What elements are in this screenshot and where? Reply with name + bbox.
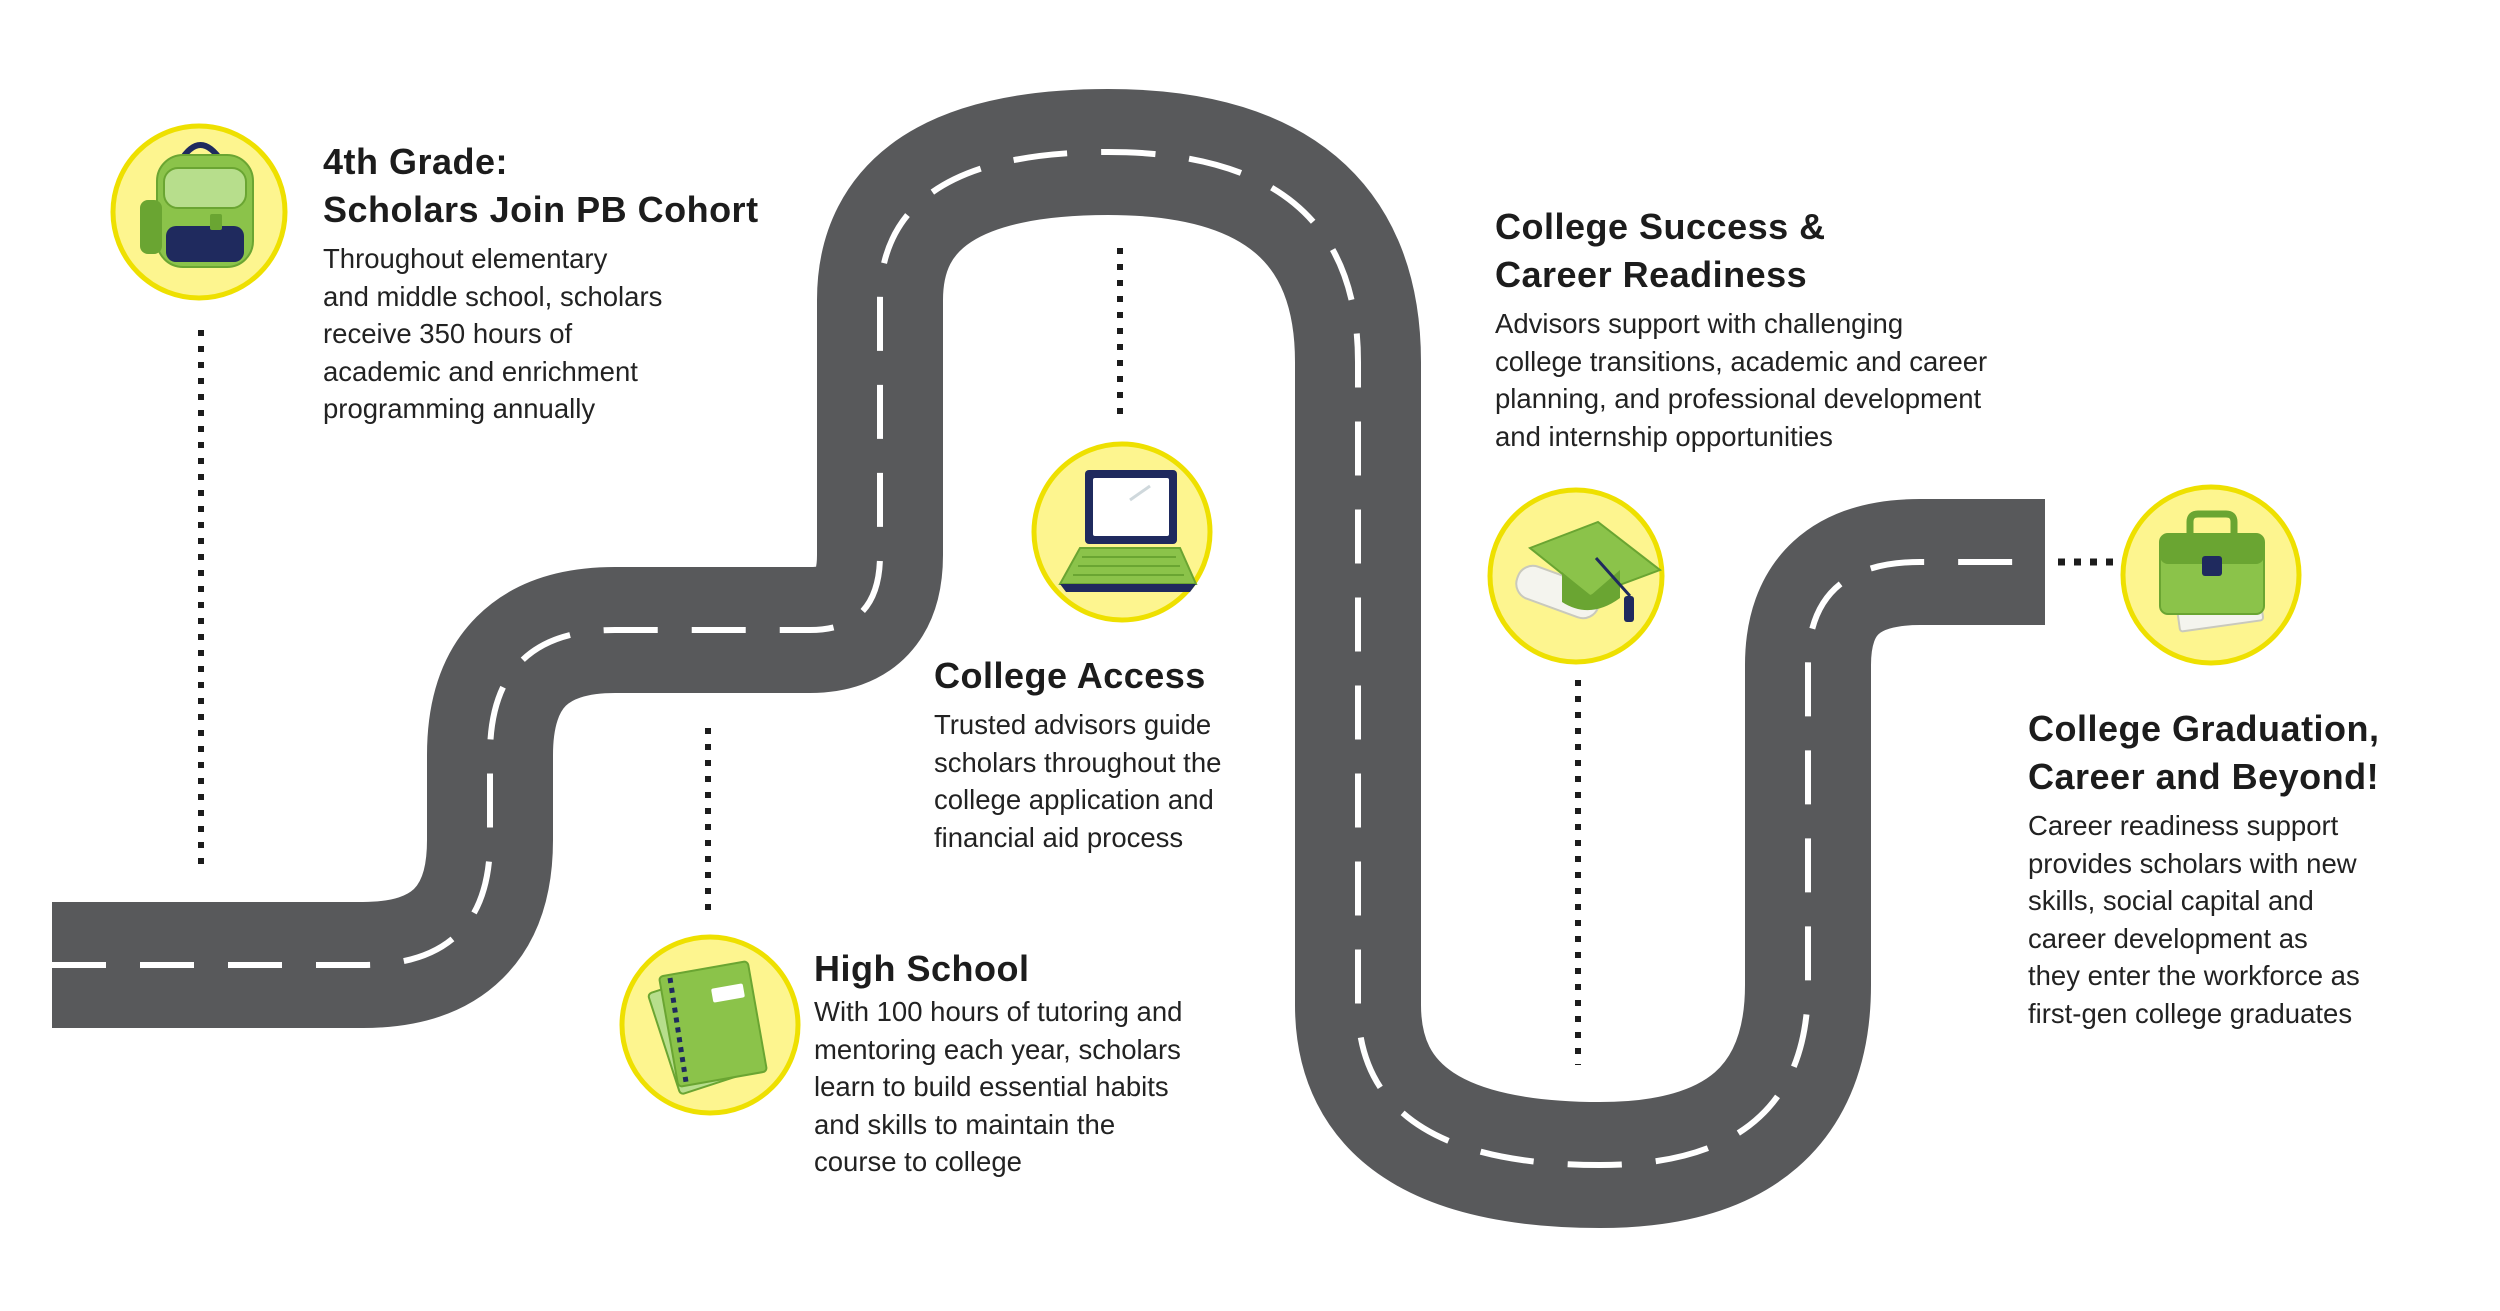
stage-title-line: Career Readiness [1495, 254, 1808, 295]
stage-description-line: planning, and professional development [1495, 383, 1982, 414]
stage-description: Trusted advisors guide scholars througho… [934, 706, 1221, 856]
stage-title-line: Career and Beyond! [2028, 756, 2380, 797]
stage-description-line: academic and enrichment [323, 355, 638, 387]
notebooks-icon [619, 934, 801, 1116]
laptop-keys [1073, 556, 1184, 576]
stage-description-line: and middle school, scholars [323, 280, 663, 312]
stage-description-line: college application and [934, 784, 1214, 815]
laptop-screen [1093, 478, 1169, 536]
stage-title-line: Scholars Join PB Cohort [323, 189, 759, 230]
stage-description-line: course to college [814, 1146, 1022, 1177]
stage-description-line: provides scholars with new [2028, 847, 2357, 879]
stage-title-line: 4th Grade: [323, 141, 509, 182]
backpack-flap [163, 167, 247, 209]
stage-description-line: learn to build essential habits [814, 1071, 1169, 1102]
road-center-dashes [52, 148, 2045, 1169]
stage-description-line: programming annually [323, 393, 596, 424]
briefcase-icon [2120, 484, 2302, 666]
stage-description-line: they enter the workforce as [2028, 960, 2360, 991]
notebook-spine [667, 977, 689, 1083]
laptop-screen-glare [1129, 484, 1151, 502]
backpack-side-pocket [140, 200, 162, 254]
stage-high-school: High School With 100 hours of tutoring a… [814, 945, 1182, 1181]
stage-college-success: College Success & Career Readiness Advis… [1495, 203, 1987, 455]
stage-description-line: Throughout elementary [323, 243, 608, 274]
stage-description: Advisors support with challenging colleg… [1495, 305, 1987, 455]
stage-description-line: skills, social capital and [2028, 885, 2314, 916]
briefcase-clasp [2202, 556, 2222, 576]
graduation-cap-icon [1487, 487, 1665, 665]
stage-description-line: first-gen college graduates [2028, 997, 2353, 1029]
backpack-strap [210, 214, 222, 230]
cap-tassel [1624, 596, 1634, 622]
stage-description: Career readiness support provides schola… [2028, 807, 2380, 1032]
stage-description-line: and internship opportunities [1495, 420, 1833, 452]
road [52, 89, 2118, 1228]
stage-description-line: Advisors support with challenging [1495, 308, 1904, 339]
stage-description-line: career development as [2028, 922, 2308, 954]
stage-description-line: financial aid process [934, 821, 1184, 853]
notebook-front [658, 960, 768, 1088]
stage-title-line: High School [814, 948, 1030, 989]
stage-title: College Access [934, 652, 1221, 700]
stage-description-line: receive 350 hours of [323, 318, 573, 349]
stage-description-line: Career readiness support [2028, 810, 2339, 841]
briefcase-handle [2186, 510, 2238, 535]
stage-title: High School [814, 945, 1182, 993]
stage-description: Throughout elementary and middle school,… [323, 240, 759, 428]
stage-college-graduation: College Graduation, Career and Beyond! C… [2028, 705, 2380, 1032]
stage-description-line: and skills to maintain the [814, 1108, 1116, 1140]
cap-crown [1562, 570, 1620, 611]
stage-title: College Graduation, Career and Beyond! [2028, 705, 2380, 801]
backpack-pocket [166, 226, 244, 262]
stage-description-line: With 100 hours of tutoring and [814, 996, 1183, 1027]
stage-title: 4th Grade: Scholars Join PB Cohort [323, 138, 759, 234]
backpack-icon [110, 123, 288, 301]
stage-description: With 100 hours of tutoring and mentoring… [814, 993, 1182, 1181]
notebook-label [711, 983, 745, 1003]
laptop-icon [1031, 441, 1213, 623]
stage-description-line: college transitions, academic and career [1495, 345, 1988, 377]
stage-4th-grade: 4th Grade: Scholars Join PB Cohort Throu… [323, 138, 759, 428]
stage-description-line: scholars throughout the [934, 746, 1222, 778]
stage-description-line: Trusted advisors guide [934, 709, 1212, 740]
briefcase-flap [2160, 534, 2264, 564]
stage-title: College Success & Career Readiness [1495, 203, 1987, 299]
stage-description-line: mentoring each year, scholars [814, 1033, 1181, 1065]
stage-title-line: College Access [934, 655, 1206, 696]
stage-title-line: College Success & [1495, 206, 1826, 247]
stage-college-access: College Access Trusted advisors guide sc… [934, 652, 1221, 856]
connector-lines [198, 248, 1581, 1065]
stage-title-line: College Graduation, [2028, 708, 2380, 749]
cap-tassel-cord [1594, 556, 1632, 598]
laptop-base [1060, 584, 1196, 592]
